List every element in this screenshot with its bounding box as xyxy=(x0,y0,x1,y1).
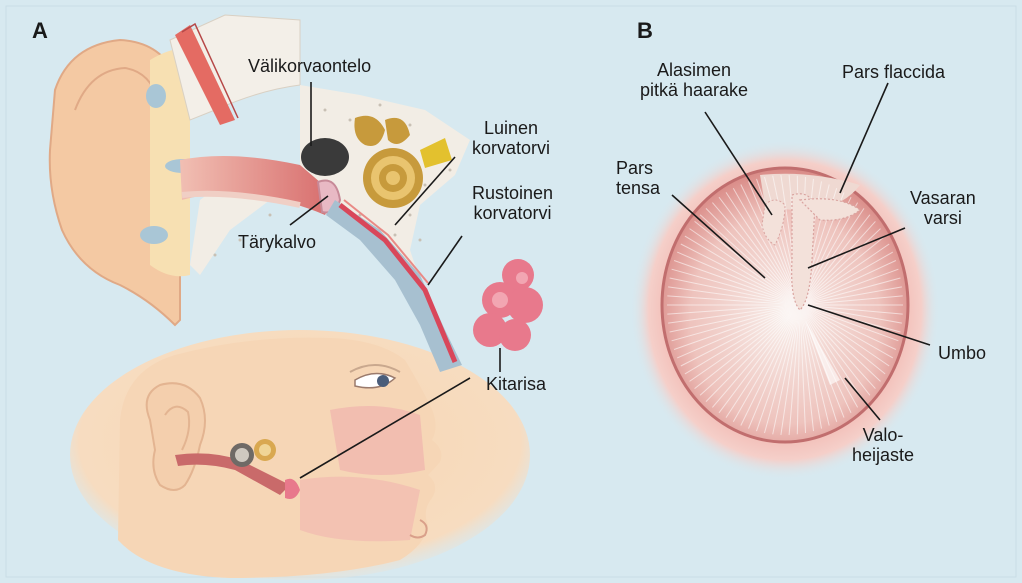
label-alasimen-line2: pitkä haarake xyxy=(640,80,748,100)
label-valikorvaontelo: Välikorvaontelo xyxy=(248,56,371,76)
label-alasimen-line1: Alasimen xyxy=(640,60,748,80)
label-rustoinen-line2: korvatorvi xyxy=(472,203,553,223)
label-pars-tensa-line1: Pars xyxy=(616,158,660,178)
label-valo-line2: heijaste xyxy=(852,445,914,465)
label-vasaran-line1: Vasaran xyxy=(910,188,976,208)
label-pars-flaccida: Pars flaccida xyxy=(842,62,945,82)
label-tarykalvo: Tärykalvo xyxy=(238,232,316,252)
label-rustoinen-line1: Rustoinen xyxy=(472,183,553,203)
label-umbo: Umbo xyxy=(938,343,986,363)
panel-letter-b: B xyxy=(637,18,653,44)
label-kitarisa: Kitarisa xyxy=(486,374,546,394)
face-profile xyxy=(70,330,530,580)
label-luinen-korvatorvi: Luinen korvatorvi xyxy=(472,118,550,158)
label-valo-line1: Valo- xyxy=(852,425,914,445)
label-valoheijaste: Valo- heijaste xyxy=(852,425,914,465)
label-vasaran-line2: varsi xyxy=(910,208,976,228)
label-luinen-line1: Luinen xyxy=(472,118,550,138)
label-pars-tensa: Pars tensa xyxy=(616,158,660,198)
label-luinen-line2: korvatorvi xyxy=(472,138,550,158)
label-vasaran-varsi: Vasaran varsi xyxy=(910,188,976,228)
label-pars-tensa-line2: tensa xyxy=(616,178,660,198)
label-rustoinen-korvatorvi: Rustoinen korvatorvi xyxy=(472,183,553,223)
label-alasimen-pitka-haarake: Alasimen pitkä haarake xyxy=(640,60,748,100)
panel-letter-a: A xyxy=(32,18,48,44)
